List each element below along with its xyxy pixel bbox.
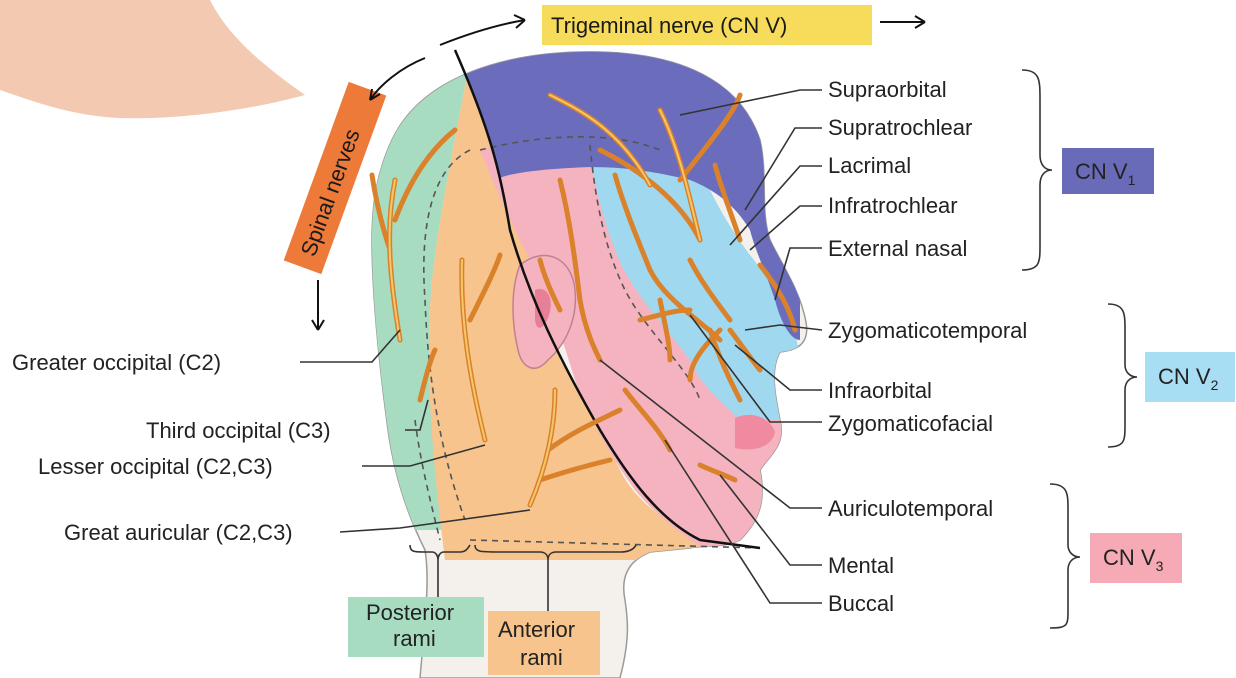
- bracket-v1: [1022, 70, 1052, 270]
- cn-v3-label: CN V: [1103, 545, 1156, 570]
- label-infratrochlear: Infratrochlear: [828, 193, 958, 218]
- cn-v1-sub: 1: [1128, 172, 1136, 188]
- label-mental: Mental: [828, 553, 894, 578]
- bracket-v2: [1108, 304, 1137, 447]
- trigeminal-banner-text: Trigeminal nerve (CN V): [551, 13, 787, 38]
- label-infraorbital: Infraorbital: [828, 378, 932, 403]
- label-supraorbital: Supraorbital: [828, 77, 947, 102]
- label-great-auricular: Great auricular (C2,C3): [64, 520, 293, 545]
- label-auriculotemporal: Auriculotemporal: [828, 496, 993, 521]
- svg-text:CN V1: CN V1: [1075, 159, 1136, 188]
- label-lesser-occipital: Lesser occipital (C2,C3): [38, 454, 273, 479]
- label-greater-occipital: Greater occipital (C2): [12, 350, 221, 375]
- label-zygomaticotemporal: Zygomaticotemporal: [828, 318, 1027, 343]
- label-third-occipital: Third occipital (C3): [146, 418, 331, 443]
- label-external-nasal: External nasal: [828, 236, 967, 261]
- label-supratrochlear: Supratrochlear: [828, 115, 972, 140]
- anterior-rami-line1: Anterior: [498, 617, 575, 642]
- label-buccal: Buccal: [828, 591, 894, 616]
- skin-corner: [0, 0, 305, 118]
- anterior-rami-line2: rami: [520, 645, 563, 670]
- label-zygomaticofacial: Zygomaticofacial: [828, 411, 993, 436]
- cn-v1-label: CN V: [1075, 159, 1128, 184]
- svg-text:CN V2: CN V2: [1158, 364, 1219, 393]
- cn-v2-sub: 2: [1211, 377, 1219, 393]
- posterior-rami-line2: rami: [393, 626, 436, 651]
- cn-v3-sub: 3: [1156, 558, 1164, 574]
- posterior-rami-line1: Posterior: [366, 600, 454, 625]
- cn-v2-label: CN V: [1158, 364, 1211, 389]
- svg-text:CN V3: CN V3: [1103, 545, 1164, 574]
- label-lacrimal: Lacrimal: [828, 153, 911, 178]
- bracket-v3: [1050, 484, 1080, 628]
